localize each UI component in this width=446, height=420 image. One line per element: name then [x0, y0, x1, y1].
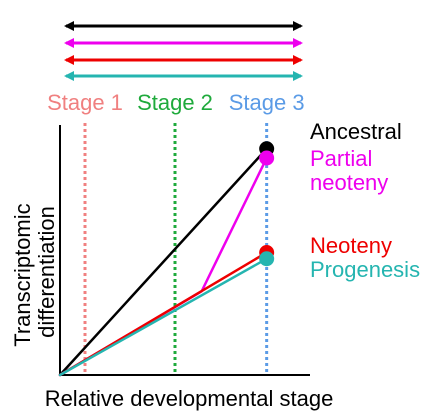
progenesis-label-line-1: Progenesis — [310, 257, 420, 282]
neoteny-label-line-1: Neoteny — [310, 233, 392, 258]
series-lines — [58, 141, 275, 377]
partial-neoteny-label-line-1: Partial — [310, 146, 372, 171]
y-axis-label-line-1: Transcriptomic — [10, 203, 35, 346]
stage-3-label: Stage 3 — [229, 90, 305, 115]
stage-1-label: Stage 1 — [47, 90, 123, 115]
axes — [59, 125, 310, 376]
progenesis-endpoint — [259, 251, 275, 267]
y-axis-label: Transcriptomic differentiation — [10, 197, 59, 347]
ancestral-label-line-1: Ancestral — [310, 119, 402, 144]
progenesis-series-line — [58, 257, 268, 377]
axis-labels: Relative developmental stage Transcripto… — [10, 197, 334, 411]
y-axis-label-line-2: differentiation — [34, 206, 59, 338]
partial-neoteny-label-line-2: neoteny — [310, 170, 388, 195]
progenesis-label: Progenesis — [310, 257, 420, 282]
partial-neoteny-endpoint — [259, 150, 275, 166]
stage-markers: Stage 1 Stage 2 Stage 3 — [47, 90, 305, 375]
x-axis-label: Relative developmental stage — [45, 386, 334, 411]
neoteny-label: Neoteny — [310, 233, 392, 258]
timeline-arrows — [64, 21, 303, 81]
stage-2-label: Stage 2 — [137, 90, 213, 115]
ancestral-series-line — [58, 147, 268, 377]
ancestral-label: Ancestral — [310, 119, 402, 144]
